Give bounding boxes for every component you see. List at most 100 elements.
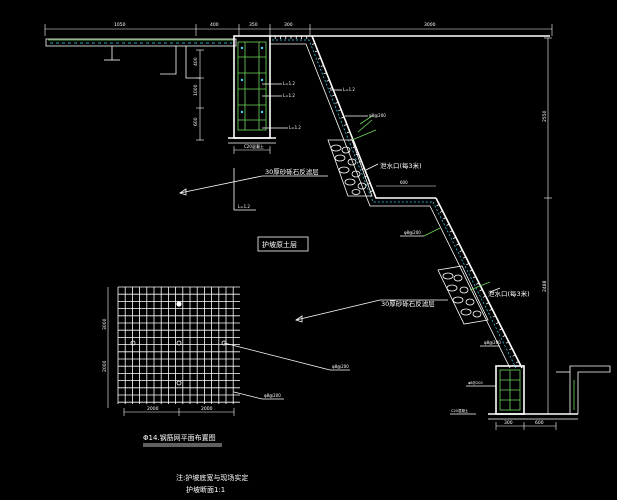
upper-gravel-callout: 30厚砂砾石反滤层 [179,167,328,196]
slope-tick [462,256,466,259]
slope-tick [505,341,509,344]
slope-tick [492,315,496,318]
slope-tick [499,328,503,331]
right-dim-2: 2488 [542,280,548,292]
gravel-label-upper: 30厚砂砾石反滤层 [265,167,319,176]
drain-label-lower: 泄水口(每3米) [488,289,530,298]
top-dim-4: 300 [284,22,293,28]
left-dim-1: 400 [193,57,199,66]
rebar-grid-plan: 3000 2000 2000 2000 φ8@200 φ8@200 [102,286,350,416]
note-line-1: 注:护坡底宽与现场实定 [176,473,248,482]
grid-title: Φ14.钢筋网平面布置图 [143,433,216,442]
slope-tick [436,204,440,207]
slope-tick [329,87,333,90]
grid-dim-bottom-left: 2000 [147,406,159,412]
slope-tick [361,168,365,171]
slope-tick [515,361,519,364]
grid-anchor-point-right [221,340,227,346]
foot-material-label: C20混凝土 [451,408,469,413]
grid-anchor-point-bottom [176,380,182,386]
foot-callout: φ8@200 [468,381,483,385]
top-dimension-chain: 1050 400 350 300 3000 [44,22,553,36]
misc-leader-lines: L=1.2 [233,168,256,211]
lower-gravel-callout: 30厚砂砾石反滤层 [295,299,448,323]
slope-tick [512,354,516,357]
upper-gravel-filter [327,129,377,197]
slope-tick [509,348,513,351]
upper-anchor-callouts: φ8@200 L=1.2 [330,87,386,133]
upper-slope-lining [270,35,550,207]
rebar-callout-c: L=1.2 [289,125,301,130]
right-dimension-chain: 2550 2488 [542,37,552,415]
grid-anchor-point-top [176,301,182,307]
slope-tick [472,276,476,279]
slope-tick [446,223,450,226]
grid-dim-left-upper: 3000 [102,318,108,330]
note-line-2: 护坡断面1:1 [186,485,225,494]
grid-dim-left-lower: 2000 [102,360,108,372]
slope-tick [469,269,473,272]
slope-tick [326,79,330,82]
bottom-dimension-chain: 300 600 [495,420,557,430]
slope-tick [341,116,345,119]
slope-tick [452,236,457,239]
drawing-notes: 注:护坡底宽与现场实定 护坡断面1:1 [176,473,248,494]
anchor-callout-low: φ8@200 [484,340,501,345]
block-callouts: L=1.2 L=1.2 L=1.2 [262,81,301,130]
slope-tick [343,123,348,126]
bottom-dim-2: 600 [535,420,544,426]
slope-tick [439,210,443,213]
slope-tick [479,289,483,292]
grid-callout-label: φ8@200 [332,364,349,369]
slope-tick [311,42,316,45]
left-dim-3: 600 [193,117,199,126]
slope-tick [482,295,486,298]
slope-tick [346,131,350,134]
grid-dim-bottom-right: 2000 [201,406,213,412]
misc-leader-label: L=1.2 [238,204,250,209]
slope-tick [489,308,493,311]
grid-anchor-point-left [130,340,136,346]
top-dim-3: 350 [249,22,258,28]
left-dimension-chain: 400 1000 600 [193,49,204,141]
slope-tick [314,50,318,53]
right-dim-1: 2550 [542,110,548,122]
bottom-footing: φ8@200 C20混凝土 [450,365,611,420]
slope-tick [456,243,460,246]
slope-tick [486,302,490,305]
drain-label-upper: 泄水口(每3米) [380,161,422,170]
rebar-callout-d: L=1.2 [343,87,355,92]
block-rebar-dots [240,46,264,114]
slope-tick [459,249,463,253]
slope-tick [338,109,342,112]
top-dim-2: 400 [210,22,219,28]
lower-slope-ticks [436,204,519,364]
slope-tick [449,230,453,233]
top-retaining-block: C20混凝土 [228,35,276,154]
slope-tick [332,94,336,97]
grid-anchor-point-center [176,340,182,346]
slope-tick [317,57,321,60]
top-dim-5: 3000 [424,22,436,28]
lower-anchor-callouts: φ8@200 泄水口(每3米) φ8@200 [400,227,530,347]
grid-title-block: Φ14.钢筋网平面布置图 [143,433,222,447]
grid-tag-label: φ8@200 [264,393,281,398]
rebar-callout-a: L=1.2 [283,81,295,86]
slope-tick [323,72,327,75]
top-dim-1: 1050 [114,22,126,28]
slope-tick [335,101,339,104]
mid-width-dim: 600 [400,180,408,185]
slope-soil-label: 护坡原土层 [262,240,297,249]
slope-tick [502,334,506,338]
slope-tick [495,321,500,324]
slope-soil-label-box: 护坡原土层 [257,236,309,252]
slope-tick [320,65,324,67]
left-dim-2: 1000 [193,84,199,96]
lower-gravel-filter [437,265,491,325]
top-ground-slab [45,38,237,79]
slope-tick [466,263,470,266]
anchor-callout-mid: φ8@200 [404,230,421,235]
slope-tick [443,217,447,220]
slope-tick [476,282,480,285]
